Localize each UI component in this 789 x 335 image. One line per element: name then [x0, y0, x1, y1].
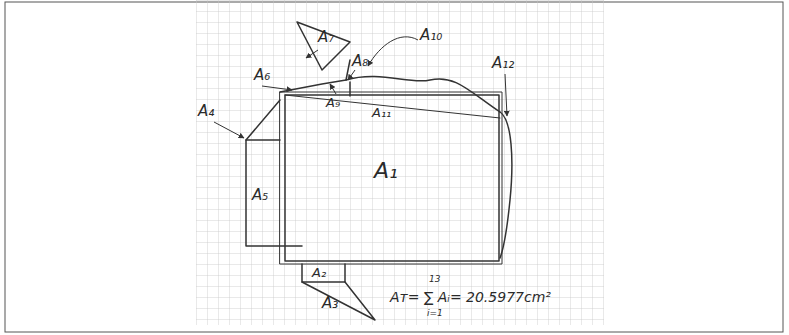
area-label: A₄	[198, 104, 214, 119]
area-label: A₅	[252, 188, 268, 203]
area-label: A₉	[326, 96, 340, 109]
area-label: A₁₂	[492, 56, 514, 71]
area-label: A₁	[374, 160, 398, 182]
graph-paper	[196, 0, 604, 325]
area-label: A₆	[254, 68, 270, 83]
area-formula: Aᴛ= ∑ Aᵢ= 20.5977cm²	[390, 290, 551, 304]
area-label: A₇	[318, 30, 334, 45]
sum-limit: 13	[429, 275, 440, 284]
area-label: A₁₁	[372, 106, 391, 119]
area-label: A₈	[352, 54, 368, 69]
area-label: A₁₀	[420, 28, 442, 43]
area-label: A₂	[312, 266, 326, 279]
leader-lines	[214, 37, 507, 138]
area-label: A₃	[322, 296, 338, 311]
pencil-drawing	[246, 22, 512, 320]
sum-limit: i=1	[427, 309, 443, 318]
